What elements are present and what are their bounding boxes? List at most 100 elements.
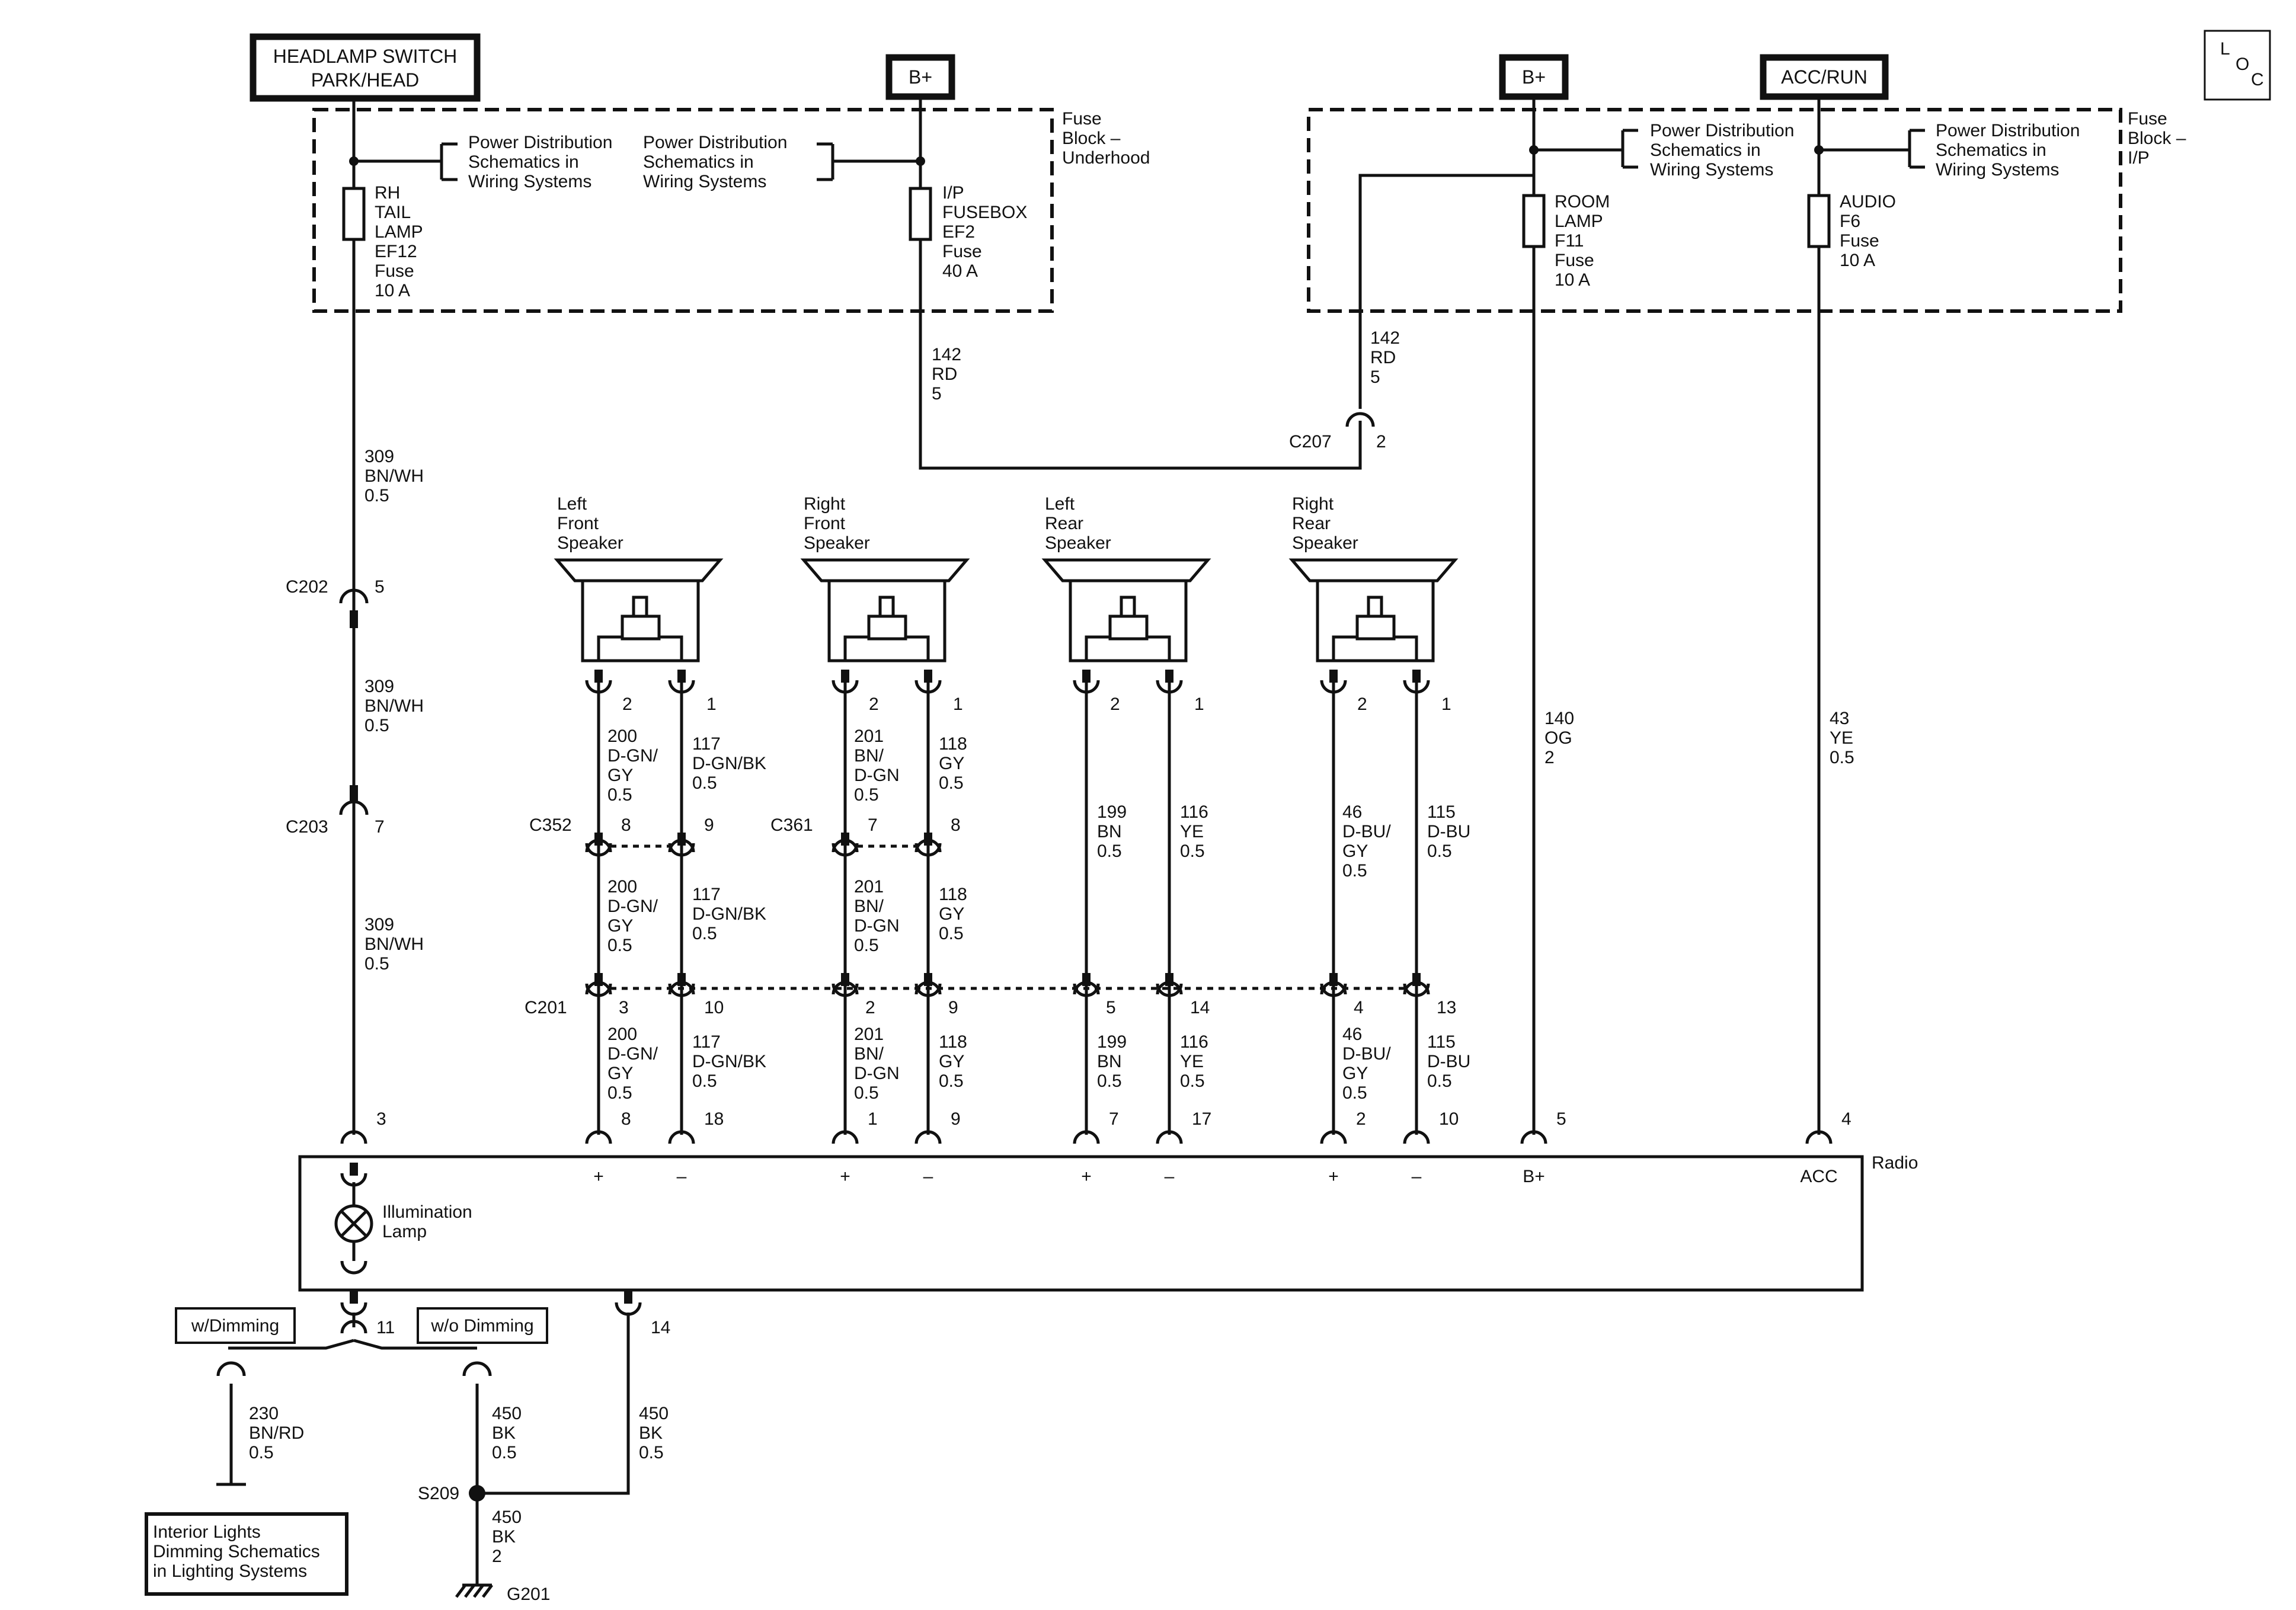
svg-text:1: 1	[1441, 694, 1451, 714]
svg-text:46: 46	[1342, 1025, 1362, 1044]
svg-text:D-BU: D-BU	[1427, 822, 1470, 841]
connector-c207: C207 2	[1289, 412, 1386, 452]
svg-text:D-GN/: D-GN/	[607, 897, 658, 916]
svg-text:Front: Front	[804, 514, 846, 533]
svg-text:GY: GY	[607, 766, 633, 785]
svg-text:Schematics in: Schematics in	[468, 152, 579, 172]
svg-text:5: 5	[932, 384, 942, 404]
svg-text:116: 116	[1180, 1032, 1208, 1052]
svg-text:115: 115	[1427, 802, 1456, 822]
svg-text:10 A: 10 A	[1555, 270, 1590, 290]
svg-text:142: 142	[932, 345, 961, 364]
svg-text:in Lighting Systems: in Lighting Systems	[153, 1561, 307, 1581]
junction-dot	[349, 156, 359, 166]
lr-upper-labels: 199 BN 0.5 116 YE 0.5	[1097, 802, 1208, 861]
svg-text:Speaker: Speaker	[1292, 533, 1358, 553]
svg-text:Underhood: Underhood	[1062, 148, 1150, 168]
svg-text:200: 200	[607, 1025, 637, 1044]
speaker-right-rear: Right Rear Speaker	[1288, 494, 1459, 662]
svg-text:7: 7	[375, 817, 385, 837]
fuse-audio-label: AUDIO F6 Fuse 10 A	[1840, 192, 1896, 270]
ground-g201: G201	[455, 1583, 550, 1604]
svg-text:46: 46	[1342, 802, 1362, 822]
connector-c352: C352 8 9	[529, 815, 714, 857]
svg-text:RH: RH	[375, 183, 400, 203]
svg-text:YE: YE	[1180, 1052, 1204, 1071]
svg-text:0.5: 0.5	[1427, 841, 1452, 861]
connector-c203: C203 7	[286, 785, 385, 837]
svg-text:+: +	[840, 1167, 850, 1186]
fuse-rh-tail-lamp	[342, 187, 366, 241]
svg-text:–: –	[923, 1167, 933, 1186]
svg-text:201: 201	[854, 726, 884, 746]
wire-142-left-label: 142 RD 5	[932, 345, 961, 404]
svg-text:0.5: 0.5	[607, 1083, 632, 1103]
svg-text:9: 9	[948, 998, 958, 1017]
svg-text:0.5: 0.5	[692, 924, 717, 943]
svg-text:OG: OG	[1544, 728, 1572, 748]
speaker-pin-connectors	[585, 670, 1430, 694]
wire-309-b-label: 309 BN/WH 0.5	[364, 677, 424, 735]
svg-text:5: 5	[375, 577, 385, 597]
svg-text:BN: BN	[1097, 1052, 1122, 1071]
svg-text:C: C	[2251, 70, 2264, 89]
svg-text:Fuse: Fuse	[375, 261, 414, 281]
svg-text:D-BU/: D-BU/	[1342, 1044, 1391, 1064]
lf-middle-labels: 200 D-GN/ GY 0.5 117 D-GN/BK 0.5	[607, 877, 766, 955]
svg-text:w/o Dimming: w/o Dimming	[430, 1316, 533, 1336]
svg-text:Left: Left	[557, 494, 587, 514]
svg-text:Power Distribution: Power Distribution	[468, 133, 612, 152]
loc-box: L O C	[2204, 30, 2271, 101]
svg-text:Schematics in: Schematics in	[1936, 140, 2046, 160]
svg-text:10: 10	[1439, 1109, 1459, 1129]
svg-text:117: 117	[692, 1032, 721, 1052]
svg-text:D-BU/: D-BU/	[1342, 822, 1391, 841]
lf-upper-labels: 200 D-GN/ GY 0.5 117 D-GN/BK 0.5	[607, 726, 766, 805]
svg-text:117: 117	[692, 734, 721, 754]
svg-text:3: 3	[619, 998, 629, 1017]
svg-text:B+: B+	[1522, 66, 1546, 88]
svg-text:1: 1	[706, 694, 717, 714]
svg-text:Fuse: Fuse	[1840, 231, 1879, 251]
fuse-audio	[1807, 194, 1831, 248]
svg-text:2: 2	[1356, 1109, 1366, 1129]
svg-text:10 A: 10 A	[1840, 251, 1875, 270]
interior-lights-ref-box: Interior Lights Dimming Schematics in Li…	[145, 1512, 348, 1596]
option-without-dimming: w/o Dimming	[417, 1307, 548, 1344]
svg-text:ACC/RUN: ACC/RUN	[1781, 66, 1868, 88]
svg-text:Dimming Schematics: Dimming Schematics	[153, 1542, 320, 1561]
svg-text:Fuse: Fuse	[2128, 109, 2167, 129]
svg-text:201: 201	[854, 877, 884, 897]
svg-text:S209: S209	[418, 1484, 459, 1503]
svg-text:BN: BN	[1097, 822, 1122, 841]
connector-c361: C361 7 8	[770, 815, 961, 857]
svg-text:0.5: 0.5	[364, 486, 389, 505]
svg-text:ROOM: ROOM	[1555, 192, 1610, 212]
svg-text:2: 2	[1544, 748, 1555, 767]
fuse-ip-fusebox	[909, 187, 932, 241]
svg-text:199: 199	[1097, 802, 1127, 822]
svg-text:1: 1	[868, 1109, 878, 1129]
svg-text:GY: GY	[939, 754, 964, 773]
svg-text:Block –: Block –	[1062, 129, 1121, 148]
svg-text:BN/WH: BN/WH	[364, 934, 424, 954]
svg-text:0.5: 0.5	[607, 785, 632, 805]
svg-text:D-GN/BK: D-GN/BK	[692, 1052, 766, 1071]
svg-text:8: 8	[951, 815, 961, 835]
svg-text:40 A: 40 A	[942, 261, 978, 281]
power-ref-3: Power Distribution Schematics in Wiring …	[1534, 121, 1794, 180]
svg-text:RD: RD	[932, 364, 957, 384]
svg-text:GY: GY	[939, 1052, 964, 1071]
bplus-box-1: B+	[885, 54, 955, 100]
svg-text:0.5: 0.5	[692, 1071, 717, 1091]
rf-upper-labels: 201 BN/ D-GN 0.5 118 GY 0.5	[854, 726, 967, 805]
power-ref-4: Power Distribution Schematics in Wiring …	[1819, 121, 2080, 180]
svg-text:118: 118	[939, 885, 967, 904]
svg-text:2: 2	[1110, 694, 1120, 714]
power-ref-1: Power Distribution Schematics in Wiring …	[354, 133, 612, 191]
headlamp-switch-box: HEADLAMP SWITCH PARK/HEAD	[250, 33, 481, 102]
svg-text:43: 43	[1830, 709, 1849, 728]
svg-text:Rear: Rear	[1292, 514, 1331, 533]
svg-text:5: 5	[1556, 1109, 1566, 1129]
